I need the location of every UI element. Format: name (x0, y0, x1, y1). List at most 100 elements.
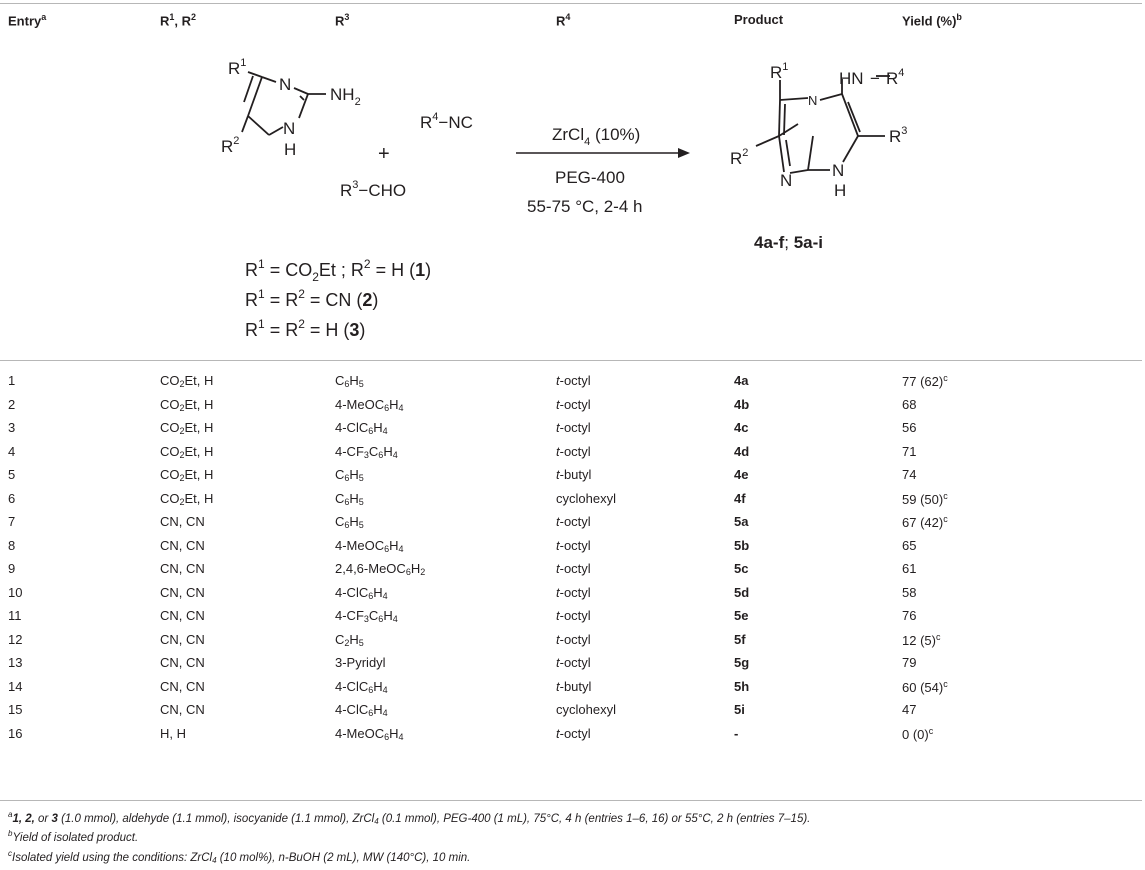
r4-cell: t-octyl (556, 608, 591, 623)
yield-cell: 0 (0)c (902, 725, 934, 742)
yield-cell: 67 (42)c (902, 514, 948, 530)
r4-cell: t-octyl (556, 584, 591, 600)
yield-cell: 56 (902, 420, 917, 435)
r4-cell: t-octyl (556, 561, 591, 576)
svg-text:NH2: NH2 (330, 85, 361, 108)
header-entry: Entrya (8, 12, 47, 29)
product-cell: 5d (734, 584, 750, 600)
r1-r2-cell: CN, CN (160, 537, 205, 553)
r1-r2-cell: CN, CN (160, 514, 205, 529)
isocyanide-reagent: R4−NC (420, 111, 473, 132)
entry-cell: 7 (8, 514, 16, 529)
svg-text:R3: R3 (889, 125, 907, 146)
entry-cell: 9 (8, 561, 16, 576)
svg-text:R2: R2 (221, 135, 239, 156)
table-bottom-rule (0, 800, 1142, 801)
r1-r2-cell: CN, CN (160, 584, 205, 600)
product-cell: 4f (734, 490, 746, 506)
entry-cell: 4 (8, 443, 16, 459)
svg-text:HN: HN (839, 69, 864, 88)
header-yield: Yield (%)b (902, 12, 962, 29)
r3-cell: 2,4,6-MeOC6H2 (335, 561, 426, 577)
yield-cell: 60 (54)c (902, 678, 948, 695)
r3-cell: 4-CF3C6H4 (335, 608, 398, 624)
entry-cell: 13 (8, 655, 23, 670)
r4-cell: t-octyl (556, 631, 591, 647)
r1-r2-cell: CO2Et, H (160, 373, 214, 389)
r3-cell: 4-ClC6H4 (335, 702, 388, 718)
r4-cell: cyclohexyl (556, 702, 616, 717)
r3-cell: 4-MeOC6H4 (335, 725, 404, 742)
r3-cell: C6H5 (335, 514, 364, 530)
product-cell: 4c (734, 420, 749, 435)
product-labels: R1 HN − R4 R2 R3 N N N H (730, 61, 907, 200)
svg-text:H: H (834, 181, 846, 200)
entry-cell: 1 (8, 373, 16, 388)
footnote-a: a1, 2, or 3 (1.0 mmol), aldehyde (1.1 mm… (8, 810, 811, 826)
substituent-definition-3: R1 = R2 = H (3) (245, 317, 365, 340)
svg-text:R1: R1 (770, 61, 788, 82)
yield-cell: 59 (50)c (902, 490, 948, 507)
svg-text:N: N (832, 161, 844, 180)
svg-text:N: N (808, 93, 817, 108)
entry-cell: 10 (8, 584, 23, 600)
imidazole-reactant-structure (241, 71, 326, 136)
entry-cell: 15 (8, 702, 23, 717)
r1-r2-cell: CO2Et, H (160, 443, 214, 460)
reaction-scheme: R1 N NH2 R2 N H + R4−NC R3−CHO ZrCl4 (10… (221, 57, 907, 340)
r1-r2-cell: CO2Et, H (160, 490, 214, 507)
r1-r2-cell: CN, CN (160, 655, 205, 670)
yield-cell: 79 (902, 655, 917, 670)
r3-cell: C6H5 (335, 490, 364, 507)
r3-cell: 4-ClC6H4 (335, 420, 388, 436)
r1-r2-cell: CN, CN (160, 608, 205, 623)
entry-cell: 16 (8, 725, 23, 741)
product-cell: 5b (734, 537, 750, 553)
r4-cell: t-octyl (556, 655, 591, 670)
header-r3: R3 (335, 12, 350, 29)
r3-cell: C6H5 (335, 467, 364, 483)
r4-cell: t-octyl (556, 725, 591, 741)
r3-cell: 4-CF3C6H4 (335, 443, 398, 460)
entry-cell: 3 (8, 420, 16, 435)
product-cell: 4b (734, 396, 750, 412)
yield-cell: 77 (62)c (902, 373, 948, 389)
svg-text:H: H (284, 140, 296, 159)
yield-cell: 47 (902, 702, 917, 717)
svg-text:R1: R1 (228, 57, 246, 78)
aldehyde-reagent: R3−CHO (340, 179, 406, 200)
r4-cell: t-octyl (556, 420, 591, 435)
r1-r2-cell: CN, CN (160, 561, 205, 576)
r3-cell: 4-ClC6H4 (335, 678, 388, 695)
r1-r2-cell: CO2Et, H (160, 420, 214, 436)
r1-r2-cell: CN, CN (160, 702, 205, 717)
product-cell: 5a (734, 514, 749, 529)
yield-cell: 65 (902, 537, 917, 553)
entry-cell: 2 (8, 396, 16, 412)
yield-cell: 58 (902, 584, 917, 600)
r4-cell: t-butyl (556, 467, 592, 482)
r3-cell: C2H5 (335, 631, 364, 648)
r4-cell: t-octyl (556, 443, 591, 459)
r3-cell: 4-MeOC6H4 (335, 396, 404, 413)
product-cell: 5f (734, 631, 746, 647)
r4-cell: t-octyl (556, 373, 591, 388)
yield-cell: 12 (5)c (902, 631, 941, 648)
product-compound-labels: 4a-f; 5a-i (754, 233, 823, 252)
substituent-definition-1: R1 = CO2Et ; R2 = H (1) (245, 257, 431, 284)
product-cell: 5c (734, 561, 749, 576)
yield-cell: 74 (902, 467, 917, 482)
svg-text:N: N (780, 171, 792, 190)
product-cell: 4a (734, 373, 749, 388)
